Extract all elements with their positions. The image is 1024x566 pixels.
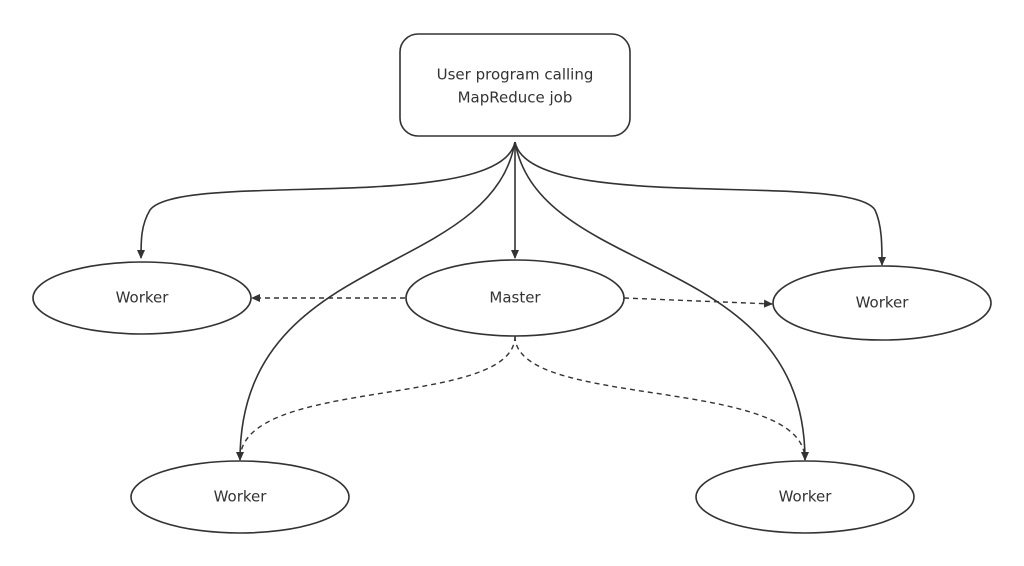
edge-user-to-worker-bottom-left	[236, 141, 516, 461]
worker-label: Worker	[116, 289, 170, 307]
edge-master-to-worker-bottom-left	[239, 335, 516, 461]
master-ellipse	[405, 259, 625, 337]
worker-node-bottom-right: Worker	[695, 460, 915, 534]
worker-ellipse	[695, 460, 915, 534]
user-program-label-line2: MapReduce job	[458, 89, 573, 107]
master-label: Master	[489, 289, 541, 307]
user-program-node: User program calling MapReduce job	[399, 33, 631, 137]
edge-user-to-worker-top-right	[514, 141, 886, 266]
worker-ellipse	[32, 261, 252, 335]
worker-label: Worker	[856, 294, 910, 312]
edge-user-to-worker-bottom-right	[514, 141, 809, 461]
user-program-label-line1: User program calling	[437, 66, 594, 84]
worker-label: Worker	[214, 488, 268, 506]
worker-node-top-left: Worker	[32, 261, 252, 335]
worker-label: Worker	[779, 488, 833, 506]
edge-master-to-worker-top-right	[623, 297, 773, 308]
worker-node-bottom-left: Worker	[130, 460, 350, 534]
worker-node-top-right: Worker	[772, 265, 992, 341]
worker-ellipse	[772, 265, 992, 341]
master-node: Master	[405, 259, 625, 337]
worker-ellipse	[130, 460, 350, 534]
edge-master-to-worker-bottom-right	[514, 335, 806, 461]
user-program-box	[399, 33, 631, 137]
edge-user-to-worker-top-left	[137, 141, 516, 259]
